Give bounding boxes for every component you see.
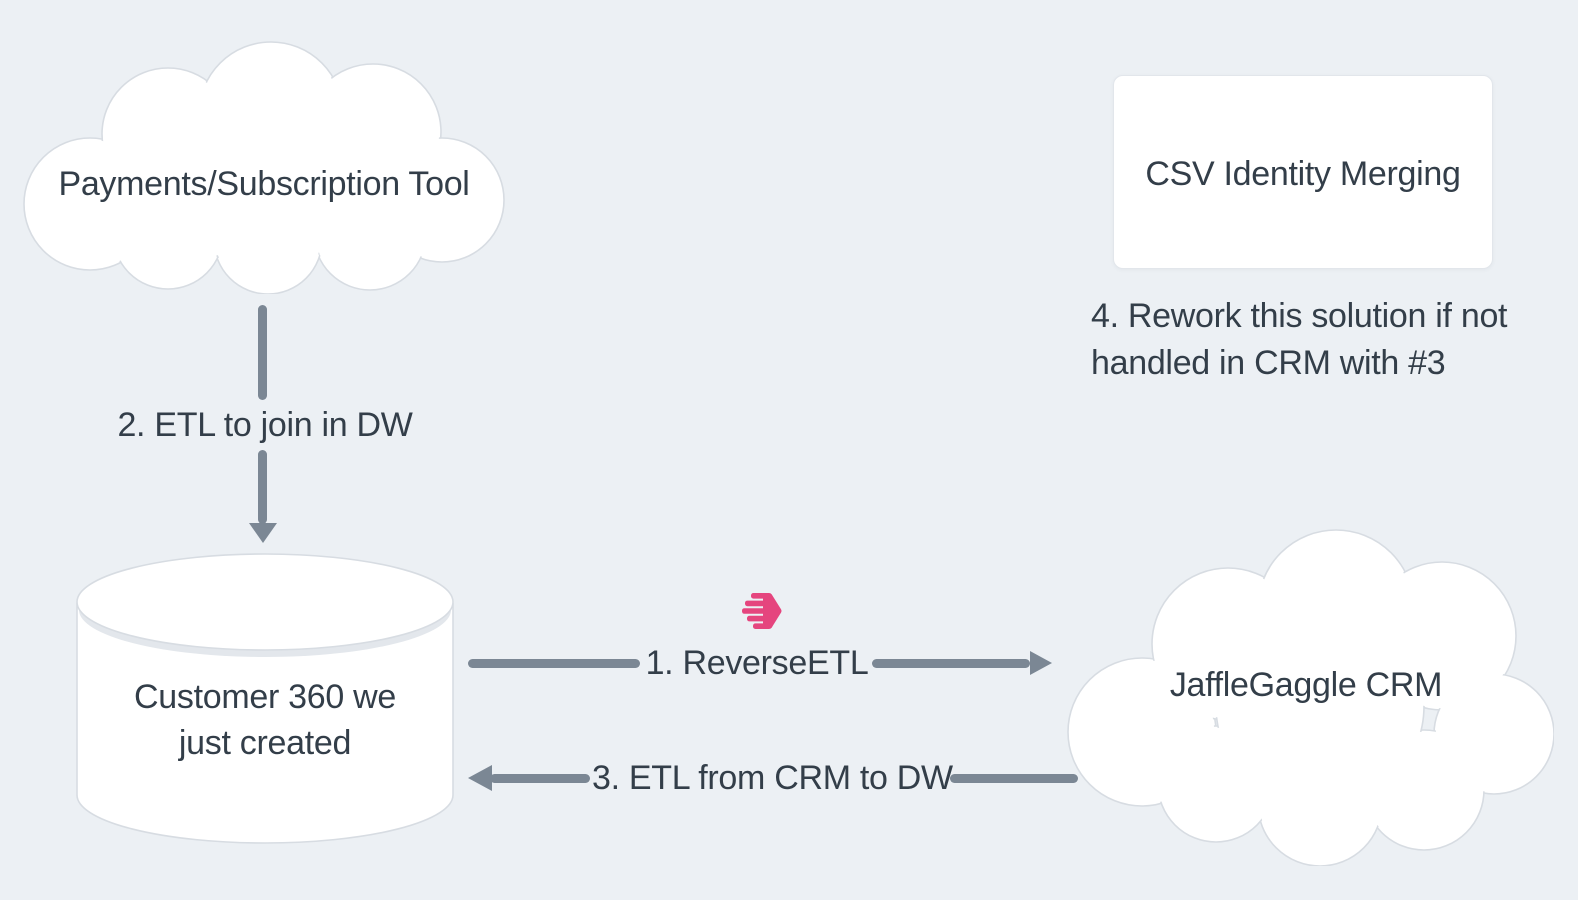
note-rework-solution: 4. Rework this solution if not handled i… <box>1091 297 1508 382</box>
cylinder-shape <box>76 553 454 844</box>
census-logo-icon <box>742 593 782 629</box>
arrow-reverse-etl-label: 1. ReverseETL <box>645 644 869 682</box>
node-crm-cloud: JaffleGaggle CRM <box>1058 522 1554 866</box>
node-warehouse-cylinder: Customer 360 we just created <box>70 553 460 845</box>
warehouse-label: Customer 360 we just created <box>134 678 396 762</box>
arrow-down-head-icon <box>249 523 277 543</box>
arrow-etl-from-crm-label: 3. ETL from CRM to DW <box>592 759 953 797</box>
cloud-shape <box>1067 529 1554 866</box>
arrow-etl-to-dw-segment-bottom <box>258 450 267 524</box>
arrow-right-head-icon <box>1030 651 1052 675</box>
node-payments-cloud: Payments/Subscription Tool <box>18 38 510 294</box>
crm-label: JaffleGaggle CRM <box>1169 666 1443 704</box>
arrow-etl-from-crm-segment-right <box>950 774 1078 783</box>
arrow-reverse-etl-segment-right <box>872 659 1030 668</box>
node-csv-box: CSV Identity Merging <box>1113 75 1493 269</box>
csv-label: CSV Identity Merging <box>1145 155 1461 193</box>
arrow-etl-from-crm-segment-left <box>490 774 590 783</box>
arrow-etl-to-dw-segment-top <box>258 305 267 400</box>
payments-label: Payments/Subscription Tool <box>58 165 470 203</box>
cloud-shape <box>23 41 505 294</box>
arrow-reverse-etl-segment-left <box>468 659 640 668</box>
arrow-left-head-icon <box>468 765 492 791</box>
arrow-etl-to-dw-label: 2. ETL to join in DW <box>117 406 413 444</box>
